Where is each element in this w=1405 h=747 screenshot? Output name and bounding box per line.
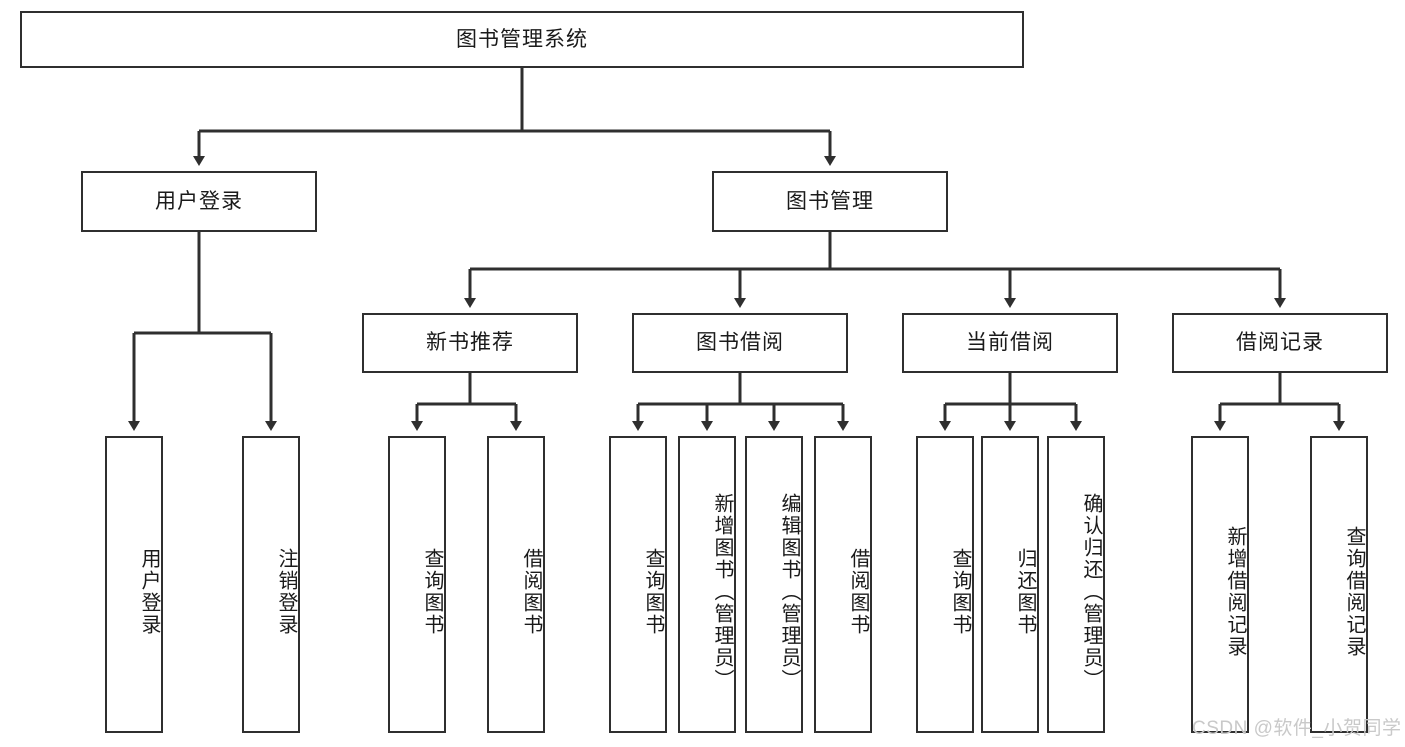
leaf-borrow-book-label: 借阅图书 [847,547,869,636]
node-current-borrow-label: 当前借阅 [966,331,1054,355]
leaf-edit-book-label: 编辑图书（管理员） [778,492,800,691]
node-user-login-label: 用户登录 [155,189,243,213]
leaf-logout-label: 注销登录 [275,547,297,636]
node-book-manage-label: 图书管理 [786,189,874,213]
leaf-query-book-rec-label: 查询图书 [421,547,443,636]
leaf-return-book-label: 归还图书 [1014,547,1036,636]
leaf-borrow-book-rec[interactable]: 借阅图书 [487,436,545,733]
leaf-confirm-return-label: 确认归还（管理员） [1080,492,1102,691]
node-borrow-record-label: 借阅记录 [1236,331,1324,355]
node-new-book-recommend-label: 新书推荐 [426,331,514,355]
leaf-query-book-current-label: 查询图书 [949,547,971,636]
leaf-query-book-borrow[interactable]: 查询图书 [609,436,667,733]
leaf-add-record[interactable]: 新增借阅记录 [1191,436,1249,733]
leaf-borrow-book[interactable]: 借阅图书 [814,436,872,733]
leaf-add-book[interactable]: 新增图书（管理员） [678,436,736,733]
leaf-query-book-rec[interactable]: 查询图书 [388,436,446,733]
node-book-borrow-label: 图书借阅 [696,331,784,355]
leaf-query-book-borrow-label: 查询图书 [642,547,664,636]
node-user-login[interactable]: 用户登录 [81,171,317,232]
leaf-user-login-label: 用户登录 [138,547,160,636]
leaf-borrow-book-rec-label: 借阅图书 [520,547,542,636]
leaf-query-record-label: 查询借阅记录 [1343,525,1365,658]
node-book-borrow[interactable]: 图书借阅 [632,313,848,373]
leaf-logout[interactable]: 注销登录 [242,436,300,733]
node-new-book-recommend[interactable]: 新书推荐 [362,313,578,373]
leaf-add-record-label: 新增借阅记录 [1224,525,1246,658]
node-borrow-record[interactable]: 借阅记录 [1172,313,1388,373]
leaf-edit-book[interactable]: 编辑图书（管理员） [745,436,803,733]
node-current-borrow[interactable]: 当前借阅 [902,313,1118,373]
leaf-query-book-current[interactable]: 查询图书 [916,436,974,733]
leaf-query-record[interactable]: 查询借阅记录 [1310,436,1368,733]
leaf-add-book-label: 新增图书（管理员） [711,492,733,691]
leaf-return-book[interactable]: 归还图书 [981,436,1039,733]
node-root[interactable]: 图书管理系统 [20,11,1024,68]
node-book-manage[interactable]: 图书管理 [712,171,948,232]
node-root-label: 图书管理系统 [456,27,588,51]
leaf-confirm-return[interactable]: 确认归还（管理员） [1047,436,1105,733]
watermark: CSDN @软件_小贺同学 [1192,718,1402,739]
leaf-user-login[interactable]: 用户登录 [105,436,163,733]
